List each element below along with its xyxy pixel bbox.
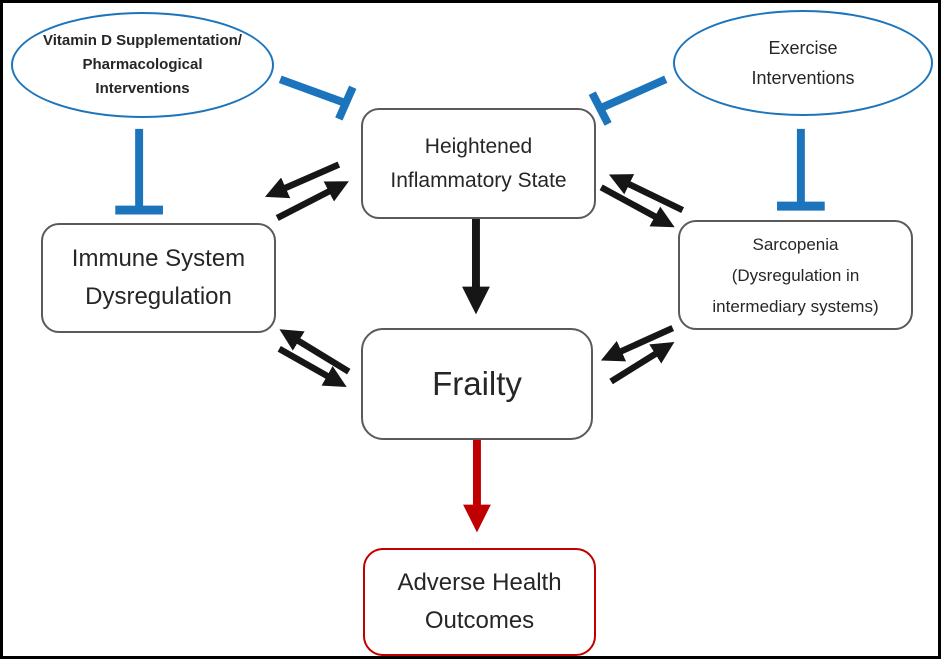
connector-layer [115,75,825,533]
node-label-line: Exercise [768,38,838,58]
bidirectional-inflammatory-sarcopenia [599,174,685,228]
bidirectional-frailty-sarcopenia [600,325,675,385]
inhibitor-exercise-to-sarcopenia [777,128,825,211]
adverse-health-outcomes-box: Adverse Health Outcomes [363,548,596,656]
inhibitor-vitamin-to-inflammatory [278,75,357,121]
sarcopenia-box: Sarcopenia (Dysregulation in intermediar… [678,220,913,330]
node-label-line: Outcomes [424,607,535,634]
node-label-line: Vitamin D Supplementation/ [43,32,242,49]
bidirectional-immune-inflammatory [264,161,349,221]
frailty-box: Frailty [361,328,593,440]
node-label-line: Pharmacological [82,56,203,73]
node-label-line: Frailty [432,365,522,402]
node-label-line: Interventions [751,68,855,88]
node-label-line: Immune System [71,245,246,272]
heightened-inflammatory-state-box: Heightened Inflammatory State [361,108,596,219]
vitamin-d-interventions-ellipse: Vitamin D Supplementation/ Pharmacologic… [11,12,274,118]
node-label-line: Dysregulation [85,283,232,310]
node-label-line: Adverse Health [397,569,562,596]
bidirectional-immune-frailty [277,329,351,387]
node-label-line: Sarcopenia [752,234,839,254]
inhibitor-vitamin-to-immune [115,128,163,215]
node-label-line: intermediary systems) [712,296,879,316]
exercise-interventions-ellipse: Exercise Interventions [673,10,933,116]
node-label-line: Heightened [424,134,533,158]
node-label-line: Inflammatory State [390,168,567,192]
node-label-line: (Dysregulation in [731,265,860,285]
inhibitor-exercise-to-inflammatory [588,75,668,126]
immune-system-dysregulation-box: Immune System Dysregulation [41,223,276,333]
node-label-line: Interventions [95,80,190,97]
